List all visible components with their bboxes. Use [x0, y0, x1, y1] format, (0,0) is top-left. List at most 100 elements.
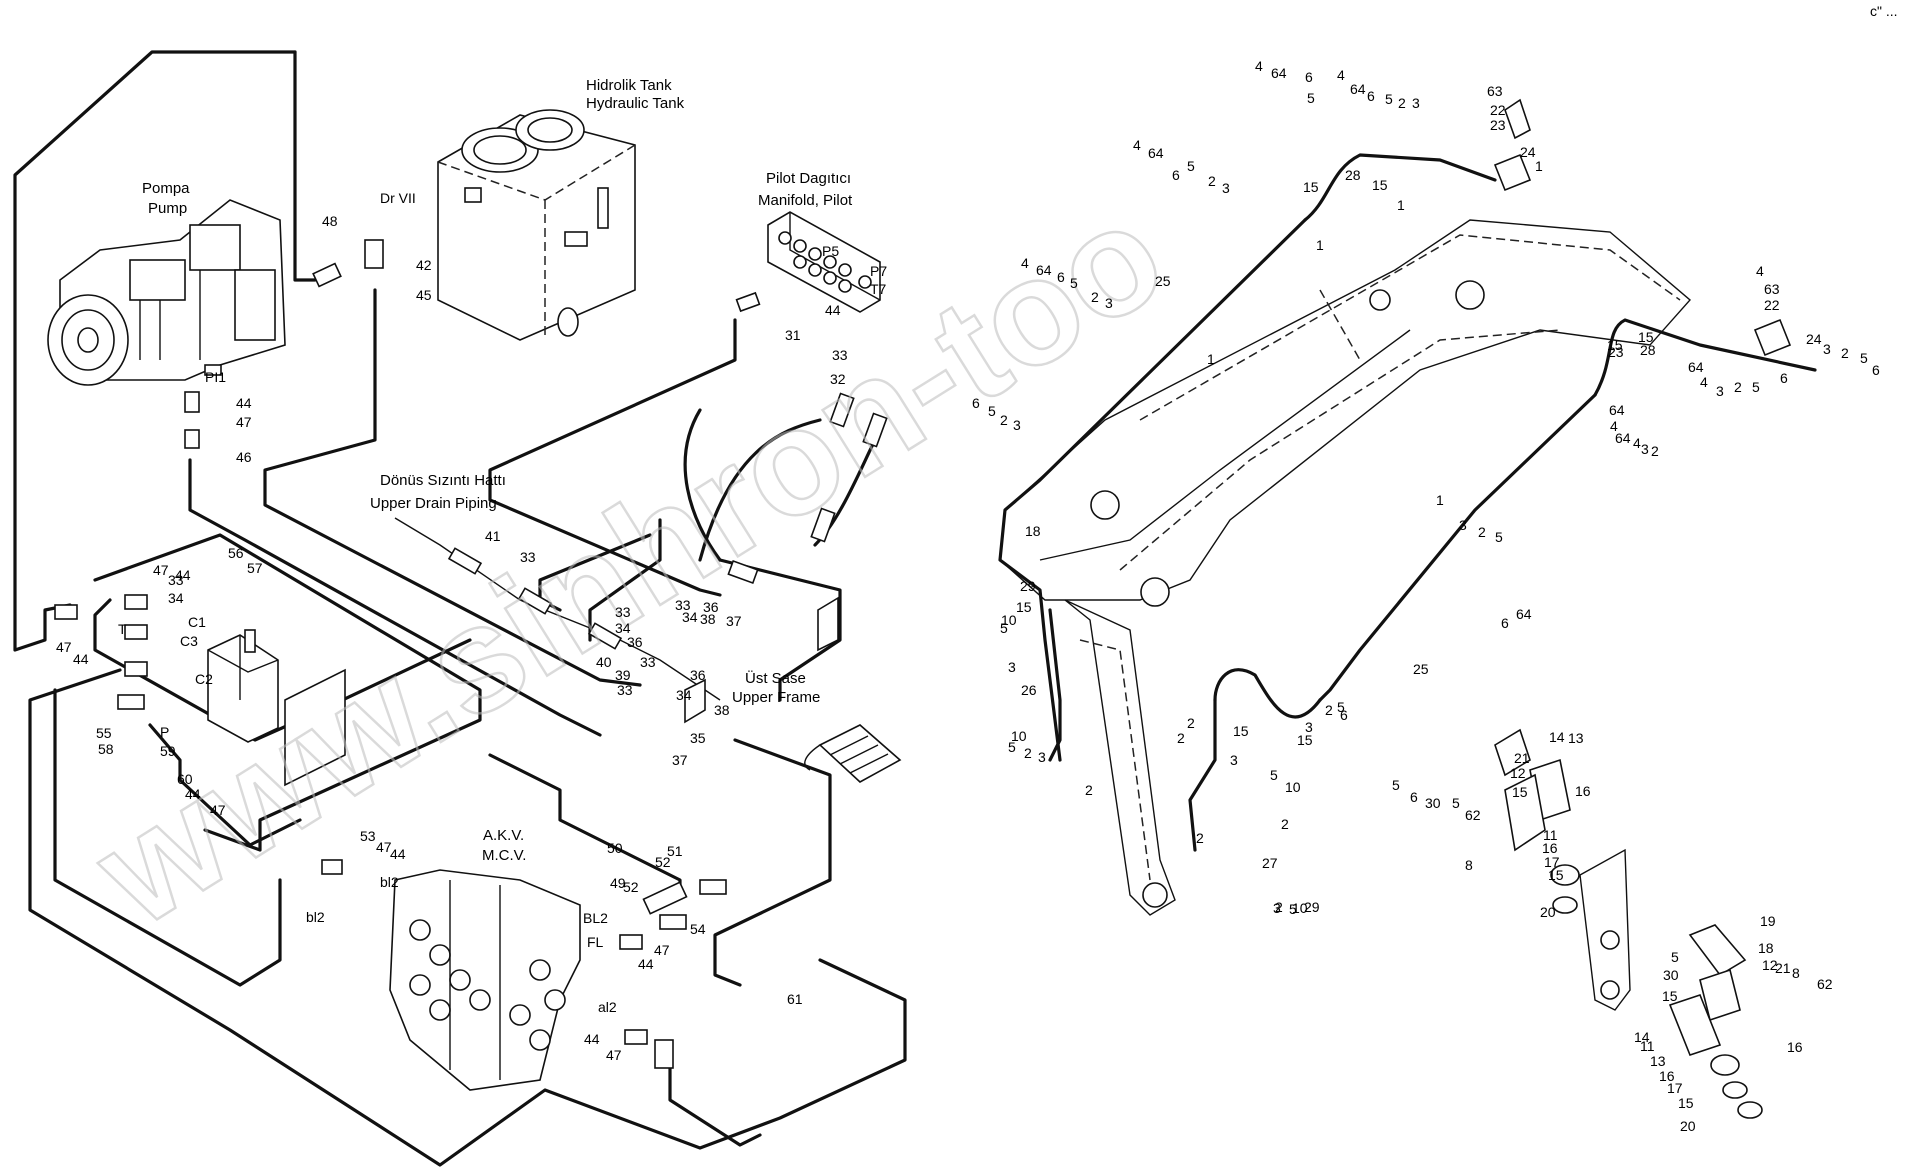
callout-number: 17 — [1544, 854, 1560, 870]
callout-number: 17 — [1667, 1080, 1683, 1096]
callout-number: 15 — [1372, 177, 1388, 193]
callout-number: 54 — [690, 921, 706, 937]
callout-number: 64 — [1609, 402, 1625, 418]
callout-number: 6 — [1410, 789, 1418, 805]
fittings — [54, 239, 888, 1069]
callout-number: 10 — [1001, 612, 1017, 628]
callout-number: 16 — [1787, 1039, 1803, 1055]
callout-number: 29 — [1304, 899, 1320, 915]
port-label: T — [118, 621, 127, 637]
callout-number: 22 — [1490, 102, 1506, 118]
callout-number: 59 — [160, 743, 176, 759]
callout-number: 25 — [1155, 273, 1171, 289]
solenoid-valve-block — [207, 629, 346, 787]
frame-title-tr: Üst Sase — [745, 669, 806, 687]
callout-number: 4 — [1255, 58, 1263, 74]
callout-number: 33 — [832, 347, 848, 363]
callout-number: 34 — [682, 609, 698, 625]
callout-number: 46 — [236, 449, 252, 465]
callout-number: 5 — [1008, 739, 1016, 755]
callout-number: 63 — [1764, 281, 1780, 297]
callout-number: 4 — [1337, 67, 1345, 83]
callout-number: 64 — [1350, 81, 1366, 97]
callout-number: 64 — [1615, 430, 1631, 446]
callout-number: 47 — [236, 414, 252, 430]
callout-number: 16 — [1542, 840, 1558, 856]
port-label: T7 — [870, 281, 887, 297]
callout-number: 2 — [1024, 745, 1032, 761]
callout-number: 53 — [360, 828, 376, 844]
callout-number: 5 — [1452, 795, 1460, 811]
callout-number: 6 — [1872, 362, 1880, 378]
hydraulic-pump — [47, 199, 286, 386]
pedal — [804, 724, 902, 783]
corner-mark: c" ... — [1870, 3, 1898, 19]
callout-number: 47 — [56, 639, 72, 655]
callout-number: 2 — [1208, 173, 1216, 189]
callout-number: 15 — [1548, 867, 1564, 883]
callout-number: 28 — [1640, 342, 1656, 358]
callout-number: 30 — [1425, 795, 1441, 811]
callout-number: 16 — [1659, 1068, 1675, 1084]
callout-number: 2 — [1734, 379, 1742, 395]
callout-number: 2 — [1478, 524, 1486, 540]
callout-number: 1 — [1207, 351, 1215, 367]
callout-number: 34 — [676, 687, 692, 703]
callout-number: 21 — [1514, 750, 1530, 766]
callout-number: 44 — [185, 786, 201, 802]
callout-number: 61 — [787, 991, 803, 1007]
callout-number: 6 — [1780, 370, 1788, 386]
pilot-manifold — [767, 211, 881, 313]
callout-number: 15 — [1297, 732, 1313, 748]
callout-number: 5 — [1307, 90, 1315, 106]
callout-number: 3 — [1008, 659, 1016, 675]
callout-number: 33 — [520, 549, 536, 565]
callout-number: 40 — [596, 654, 612, 670]
callout-number: 57 — [247, 560, 263, 576]
port-label: P7 — [870, 263, 887, 279]
callout-number: 14 — [1549, 729, 1565, 745]
callout-number: 5 — [1070, 275, 1078, 291]
callout-number: 38 — [714, 702, 730, 718]
callout-number: 14 — [1634, 1029, 1650, 1045]
callout-number: 18 — [0, 0, 16, 3]
callout-number: 52 — [655, 854, 671, 870]
callout-number: 10 — [1285, 779, 1301, 795]
callout-number: 20 — [1540, 904, 1556, 920]
callout-number: 5 — [1289, 901, 1297, 917]
callout-number: 2 — [1177, 730, 1185, 746]
callout-number: 4 — [1021, 255, 1029, 271]
callout-number: 15 — [1607, 337, 1623, 353]
callout-number: 33 — [168, 572, 184, 588]
callout-number: 38 — [700, 611, 716, 627]
callout-number: 42 — [416, 257, 432, 273]
callout-number: 8 — [1465, 857, 1473, 873]
callout-number: 33 — [640, 654, 656, 670]
callout-number: 15 — [1016, 599, 1032, 615]
callout-number: 47 — [210, 802, 226, 818]
callout-number: 4 — [1756, 263, 1764, 279]
callout-number: 64 — [1271, 65, 1287, 81]
callout-number: 34 — [615, 620, 631, 636]
callout-number: 3 — [1105, 295, 1113, 311]
callout-number: 55 — [96, 725, 112, 741]
callout-number: 2 — [1398, 95, 1406, 111]
callout-number: 26 — [1021, 682, 1037, 698]
callout-number: 23 — [1490, 117, 1506, 133]
callout-number: 3 — [1459, 517, 1467, 533]
boom-tubes — [998, 153, 1817, 852]
callout-number: 62 — [1817, 976, 1833, 992]
callout-number: 49 — [610, 875, 626, 891]
callout-number: 15 — [1678, 1095, 1694, 1111]
callout-number: 31 — [785, 327, 801, 343]
main-control-valve — [389, 869, 581, 1091]
callout-number: 20 — [1680, 1118, 1696, 1134]
callout-number: 12 — [1510, 765, 1526, 781]
callout-number: 12 — [1762, 957, 1778, 973]
callout-number: 3 — [1823, 341, 1831, 357]
callout-number: 3 — [1222, 180, 1230, 196]
callout-number: 15 — [1662, 988, 1678, 1004]
callout-number: 19 — [1760, 913, 1776, 929]
callout-number: 51 — [667, 843, 683, 859]
